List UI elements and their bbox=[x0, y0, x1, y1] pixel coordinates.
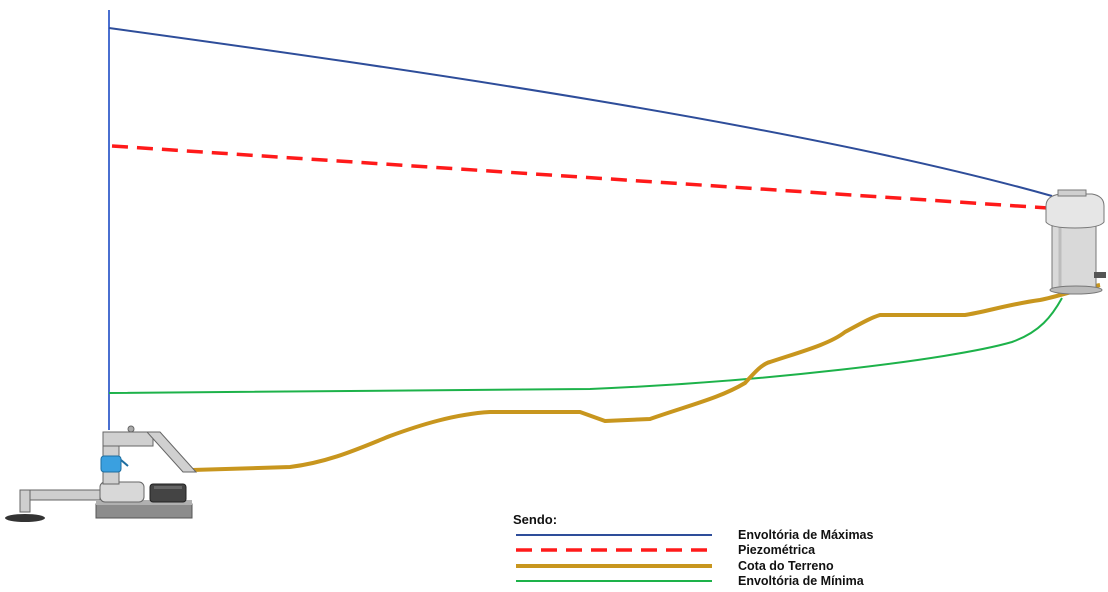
pump-base bbox=[95, 503, 193, 519]
pump-body bbox=[99, 481, 145, 503]
legend-label-min-envelope: Envoltória de Mínima bbox=[738, 574, 865, 588]
valve bbox=[100, 455, 122, 473]
discharge-header bbox=[102, 431, 154, 447]
discharge-diagonal-pipe bbox=[145, 431, 198, 473]
piezometric-line bbox=[111, 144, 1049, 210]
tank-head bbox=[1045, 193, 1105, 229]
pump-station-illustration bbox=[5, 425, 198, 522]
water-tank-illustration bbox=[1045, 189, 1106, 295]
air-valve bbox=[127, 425, 135, 433]
legend-item-min-envelope: Envoltória de Mínima bbox=[516, 574, 865, 588]
legend-label-terrain: Cota do Terreno bbox=[738, 559, 834, 573]
pump-base-top bbox=[96, 500, 192, 505]
legend-item-max-envelope: Envoltória de Máximas bbox=[516, 528, 874, 542]
suction-inlet bbox=[5, 514, 45, 522]
suction-pipe-bend bbox=[19, 489, 31, 513]
terrain-profile-line bbox=[191, 283, 1101, 472]
suction-pipe bbox=[19, 489, 101, 501]
legend-label-piezometric: Piezométrica bbox=[738, 543, 816, 557]
tank-cap bbox=[1057, 189, 1087, 197]
legend-item-terrain: Cota do Terreno bbox=[516, 559, 834, 573]
tank-outlet bbox=[1094, 272, 1106, 278]
legend-title: Sendo: bbox=[513, 512, 557, 527]
legend: Sendo: Envoltória de Máximas Piezométric… bbox=[513, 512, 874, 588]
motor-fins bbox=[154, 486, 182, 489]
min-envelope-line bbox=[108, 297, 1063, 394]
legend-item-piezometric: Piezométrica bbox=[516, 543, 816, 557]
legend-label-max-envelope: Envoltória de Máximas bbox=[738, 528, 874, 542]
valve-handle bbox=[120, 459, 129, 467]
tank-base bbox=[1049, 285, 1103, 295]
max-envelope-line bbox=[108, 27, 1053, 197]
